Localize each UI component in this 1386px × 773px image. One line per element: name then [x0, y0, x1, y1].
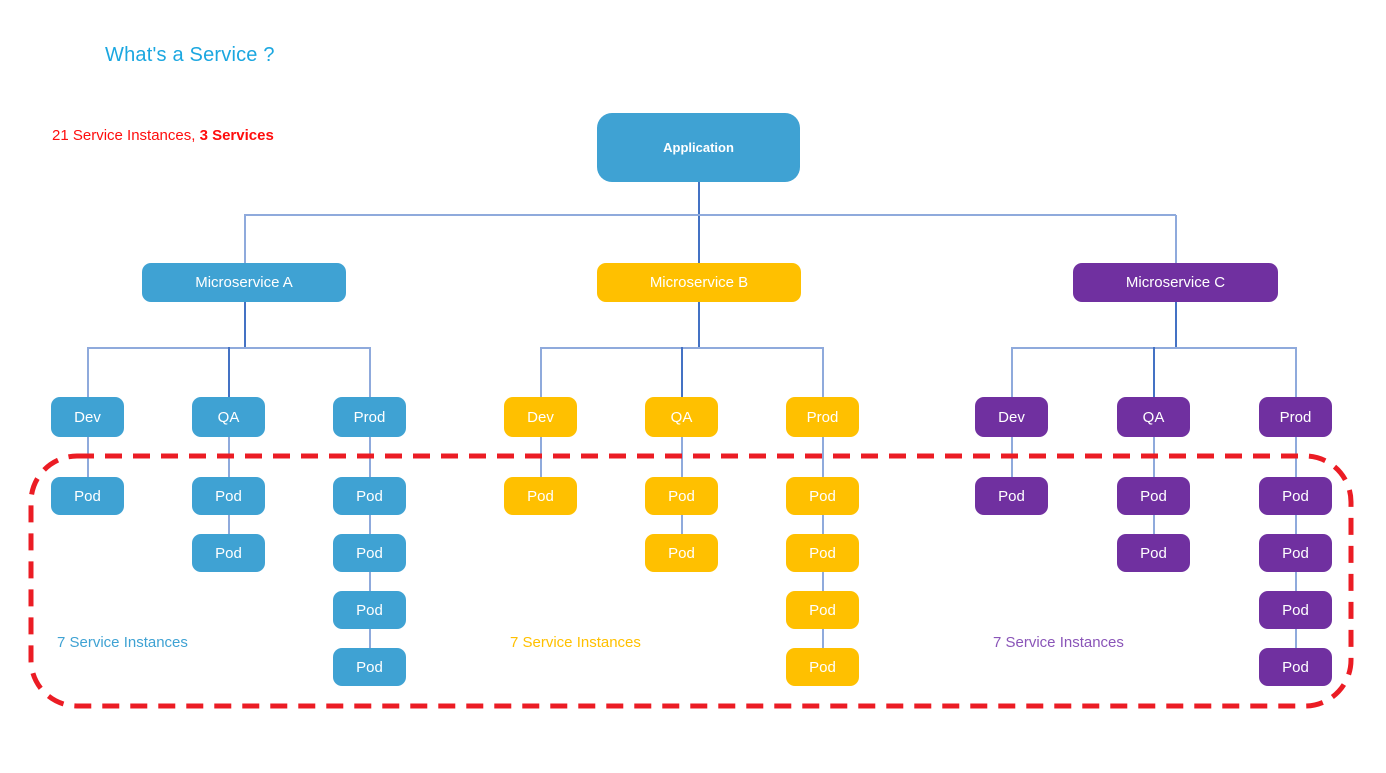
node-pod: Pod	[192, 534, 265, 572]
connector-line	[681, 347, 683, 397]
node-pod: Pod	[786, 591, 859, 629]
instances-label-b: 7 Service Instances	[510, 634, 641, 651]
node-pod: Pod	[51, 477, 124, 515]
node-pod: Pod	[975, 477, 1048, 515]
node-pod: Pod	[786, 477, 859, 515]
node-pod: Pod	[645, 534, 718, 572]
summary-note: 21 Service Instances, 3 Services	[52, 127, 274, 144]
summary-normal: 21 Service Instances,	[52, 127, 200, 144]
instances-label-c: 7 Service Instances	[993, 634, 1124, 651]
connector-line	[540, 347, 542, 397]
connector-line	[698, 182, 700, 263]
node-pod: Pod	[1117, 534, 1190, 572]
node-pod: Pod	[1259, 477, 1332, 515]
node-microservice-c: Microservice C	[1073, 263, 1278, 302]
page-title: What's a Service ?	[105, 44, 275, 66]
node-application: Application	[597, 113, 800, 182]
connector-line	[244, 214, 1176, 216]
node-env-a-prod: Prod	[333, 397, 406, 437]
connector-line	[87, 347, 89, 397]
node-pod: Pod	[192, 477, 265, 515]
connector-line	[1011, 437, 1013, 477]
connector-line	[87, 437, 89, 477]
node-pod: Pod	[333, 591, 406, 629]
connector-line	[1295, 347, 1297, 397]
connector-line	[822, 347, 824, 397]
node-pod: Pod	[1259, 534, 1332, 572]
connector-line	[1153, 347, 1155, 397]
connector-line	[540, 437, 542, 477]
node-env-c-prod: Prod	[1259, 397, 1332, 437]
node-pod: Pod	[1259, 591, 1332, 629]
node-pod: Pod	[645, 477, 718, 515]
summary-bold: 3 Services	[199, 127, 274, 144]
node-microservice-a: Microservice A	[142, 263, 346, 302]
connector-line	[1175, 215, 1177, 263]
instances-label-a: 7 Service Instances	[57, 634, 188, 651]
connector-line	[244, 302, 246, 348]
node-pod: Pod	[504, 477, 577, 515]
node-env-a-qa: QA	[192, 397, 265, 437]
connector-line	[1175, 302, 1177, 348]
node-microservice-b: Microservice B	[597, 263, 801, 302]
node-env-c-qa: QA	[1117, 397, 1190, 437]
node-pod: Pod	[786, 648, 859, 686]
connector-line	[369, 347, 371, 397]
node-env-b-qa: QA	[645, 397, 718, 437]
node-env-a-dev: Dev	[51, 397, 124, 437]
node-env-b-dev: Dev	[504, 397, 577, 437]
connector-line	[1011, 347, 1013, 397]
connector-line	[698, 302, 700, 348]
node-env-b-prod: Prod	[786, 397, 859, 437]
node-pod: Pod	[1259, 648, 1332, 686]
node-pod: Pod	[333, 477, 406, 515]
connector-line	[228, 347, 230, 397]
connector-line	[244, 215, 246, 263]
node-pod: Pod	[786, 534, 859, 572]
node-pod: Pod	[333, 534, 406, 572]
node-pod: Pod	[1117, 477, 1190, 515]
node-pod: Pod	[333, 648, 406, 686]
node-env-c-dev: Dev	[975, 397, 1048, 437]
